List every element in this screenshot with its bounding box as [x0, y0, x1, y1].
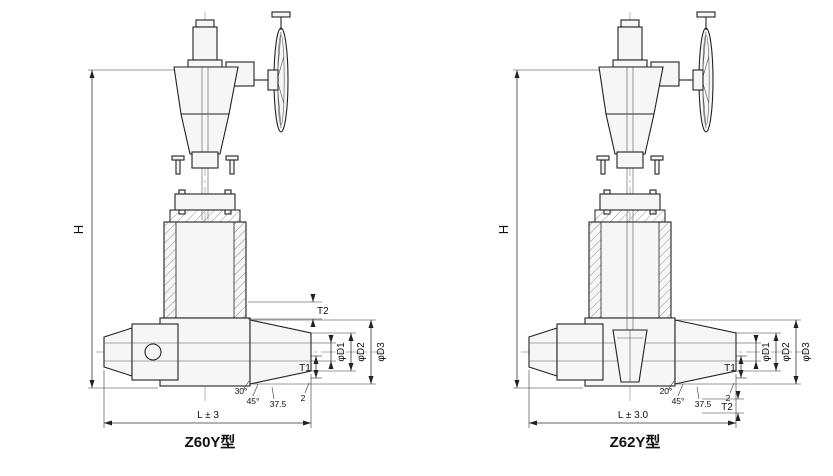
dim-d1-label: φD1 — [761, 342, 772, 362]
edge-callout: 2 — [726, 382, 735, 403]
dim-l-label: L ± 3.0 — [618, 410, 649, 421]
dim-d1: φD1 — [736, 335, 772, 369]
seat-angle-callouts: 30° 45° 37.5 — [235, 380, 287, 409]
body-wall-section — [658, 221, 672, 319]
gland-bolt — [596, 155, 610, 161]
angle-chamfer-label: 45° — [672, 396, 685, 406]
gland-assembly — [171, 151, 239, 175]
dim-t2: T2 — [702, 391, 744, 421]
dim-t1-label: T1 — [299, 363, 311, 374]
body-wall-section — [163, 221, 177, 319]
gasket-section — [594, 209, 666, 223]
handwheel-hub — [267, 69, 279, 91]
dim-d3: φD3 — [675, 319, 812, 385]
edge-callout: 2 — [301, 382, 310, 403]
valve-body — [163, 221, 247, 319]
boss-hole — [144, 343, 162, 361]
figure-caption: Z62Y型 — [610, 433, 661, 451]
dim-h-label: H — [496, 224, 511, 234]
gland-assembly — [596, 151, 664, 175]
dim-t2-label: T2 — [721, 402, 733, 413]
right-weld-end — [249, 319, 312, 385]
angle-seat-label: 20° — [660, 386, 673, 396]
dim-height: H — [71, 69, 174, 389]
dim-d1-label: φD1 — [336, 342, 347, 362]
body-wall-section — [588, 221, 602, 319]
right-weld-end — [674, 319, 737, 385]
gland-bolt — [225, 155, 239, 161]
valve-body — [588, 221, 672, 319]
dim-d2-label: φD2 — [356, 342, 367, 362]
angle-land-label: 37.5 — [270, 399, 287, 409]
handwheel — [677, 11, 716, 133]
angle-seat-label: 30° — [235, 386, 248, 396]
edge-label: 2 — [726, 393, 731, 403]
dim-d2: φD2 — [736, 332, 792, 372]
dim-t1: T1 — [724, 355, 747, 379]
dim-t1-label: T1 — [724, 363, 736, 374]
bonnet-flange — [169, 189, 241, 223]
dim-height: H — [496, 69, 599, 389]
dim-t1: T1 — [299, 355, 322, 379]
gland-bolt — [171, 155, 185, 161]
pipe-ends — [103, 317, 312, 387]
figure-caption: Z60Y型 — [185, 433, 236, 451]
valve-figure-z62y: H T1 T2 20° 45° 37.5 2 — [496, 11, 812, 451]
body-wall-section — [233, 221, 247, 319]
angle-land-label: 37.5 — [695, 399, 712, 409]
edge-label: 2 — [301, 393, 306, 403]
dim-length: L ± 3.0 — [528, 370, 737, 428]
pipe-ends — [528, 317, 737, 387]
dim-d3-label: φD3 — [376, 342, 387, 362]
dim-length: L ± 3 — [103, 370, 312, 428]
gate-wedge — [612, 220, 648, 383]
dim-d3: φD3 — [250, 319, 387, 385]
dim-t2-label: T2 — [317, 306, 329, 317]
bonnet-flange — [594, 189, 666, 223]
handwheel-hub — [692, 69, 704, 91]
dim-d2: φD2 — [311, 332, 367, 372]
stem-top-crossbar — [271, 11, 291, 18]
stem-and-yoke — [598, 19, 664, 220]
dim-h-label: H — [71, 224, 86, 234]
dim-l-label: L ± 3 — [197, 410, 219, 421]
left-weld-end — [528, 327, 558, 377]
handwheel — [252, 11, 291, 133]
dim-d2-label: φD2 — [781, 342, 792, 362]
left-weld-end — [103, 327, 133, 377]
gasket-section — [169, 209, 241, 223]
angle-chamfer-label: 45° — [247, 396, 260, 406]
dim-d1: φD1 — [311, 335, 347, 369]
dim-d3-label: φD3 — [801, 342, 812, 362]
stem-top-crossbar — [696, 11, 716, 18]
stem-and-yoke — [173, 19, 239, 220]
dim-t2: T2 — [248, 294, 329, 327]
gland-bolt — [650, 155, 664, 161]
seat-angle-callouts: 20° 45° 37.5 — [660, 380, 712, 409]
valve-figure-z60y: H T2 T1 30° 45° 37.5 2 — [71, 11, 387, 451]
